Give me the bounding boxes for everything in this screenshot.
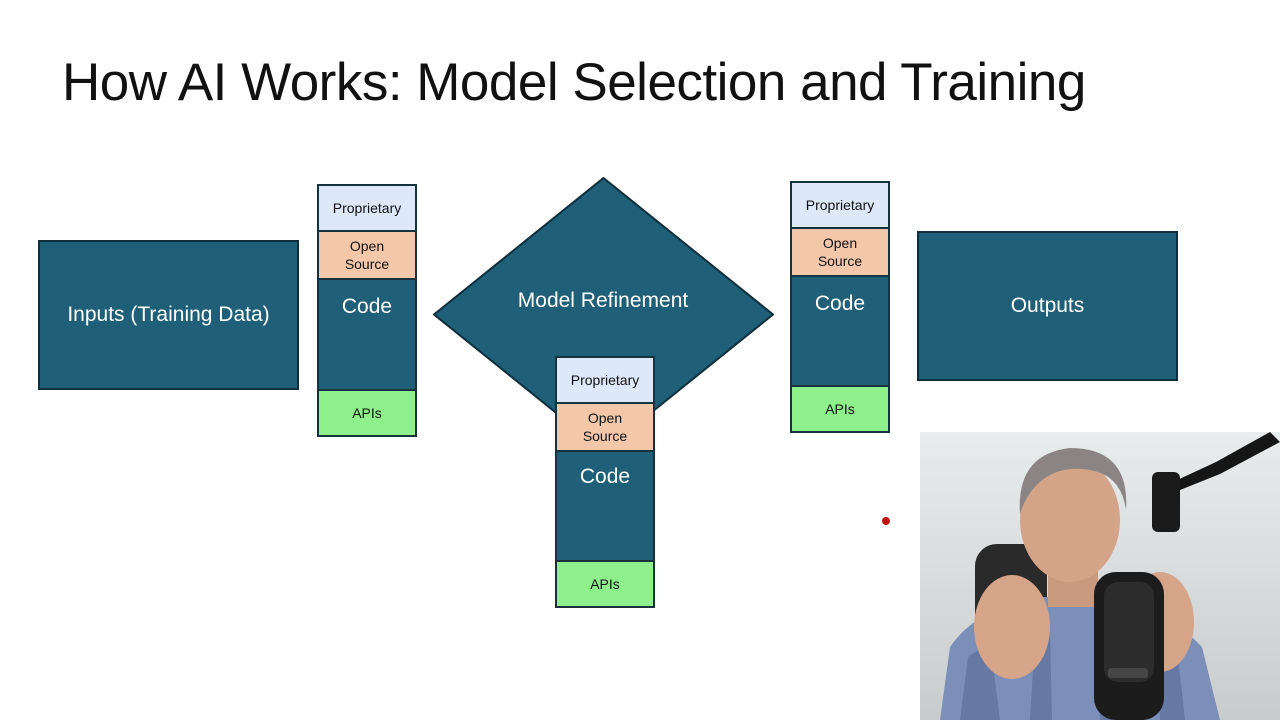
inputs-label: Inputs (Training Data)	[67, 303, 270, 326]
outputs-box: Outputs	[917, 231, 1178, 381]
right-code-segment: Code	[790, 275, 890, 387]
left-proprietary-segment: Proprietary	[317, 184, 417, 232]
right-proprietary-segment: Proprietary	[790, 181, 890, 229]
inputs-box: Inputs (Training Data)	[38, 240, 299, 390]
center-apis-segment: APIs	[555, 560, 655, 608]
right-code-label: Code	[814, 292, 866, 315]
center-open-source-label: Open Source	[582, 410, 628, 444]
right-proprietary-label: Proprietary	[805, 197, 875, 213]
right-open-source-label: Open Source	[817, 235, 863, 269]
center-code-segment: Code	[555, 450, 655, 562]
left-open-source-segment: Open Source	[317, 230, 417, 280]
center-code-label: Code	[579, 465, 631, 488]
left-apis-label: APIs	[352, 405, 382, 421]
left-apis-segment: APIs	[317, 389, 417, 437]
left-code-stack: Proprietary Open Source Code APIs	[317, 184, 417, 437]
left-open-source-label: Open Source	[344, 238, 390, 272]
left-proprietary-label: Proprietary	[332, 200, 402, 216]
right-apis-segment: APIs	[790, 385, 890, 433]
right-apis-label: APIs	[825, 401, 855, 417]
laser-pointer-dot	[882, 517, 890, 525]
slide-title: How AI Works: Model Selection and Traini…	[62, 53, 1086, 112]
left-code-segment: Code	[317, 278, 417, 391]
right-open-source-segment: Open Source	[790, 227, 890, 277]
center-apis-label: APIs	[590, 576, 620, 592]
center-open-source-segment: Open Source	[555, 402, 655, 452]
center-code-stack: Proprietary Open Source Code APIs	[555, 356, 655, 608]
center-proprietary-segment: Proprietary	[555, 356, 655, 404]
right-code-stack: Proprietary Open Source Code APIs	[790, 181, 890, 433]
outputs-label: Outputs	[1010, 294, 1085, 317]
presenter-webcam-video	[920, 432, 1280, 720]
left-code-label: Code	[341, 295, 393, 318]
model-refinement-label: Model Refinement	[517, 289, 689, 312]
center-proprietary-label: Proprietary	[570, 372, 640, 388]
presenter-webcam-image	[920, 432, 1280, 720]
